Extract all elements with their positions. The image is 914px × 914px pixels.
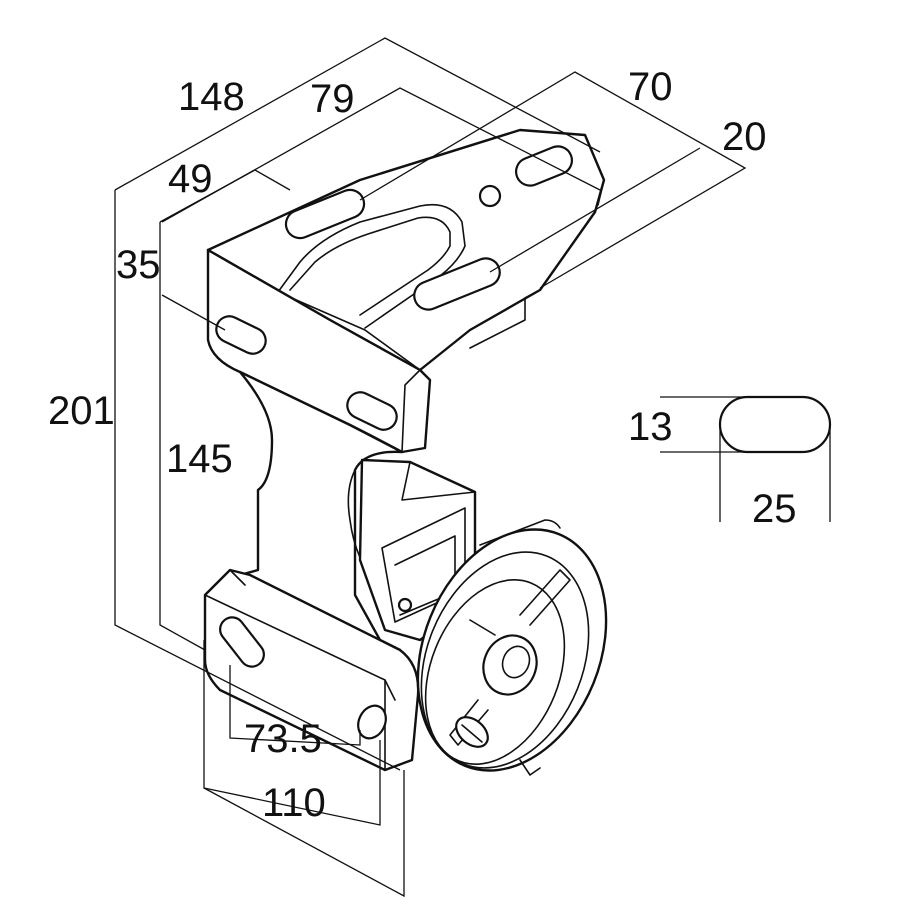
bracket-part <box>203 128 608 776</box>
dim-25: 25 <box>752 487 797 531</box>
dim-73-5: 73.5 <box>244 717 322 761</box>
dim-13: 13 <box>628 405 673 449</box>
top-hole <box>478 184 502 208</box>
slot-detail <box>660 395 832 522</box>
dim-148: 148 <box>178 75 245 119</box>
dim-145: 145 <box>166 437 233 481</box>
upper-slot-right <box>346 391 398 431</box>
dim-49: 49 <box>168 157 213 201</box>
wheel-hub <box>482 634 538 696</box>
slot-detail-shape <box>718 395 832 454</box>
housing-hole <box>397 597 413 613</box>
dim-20: 20 <box>722 115 767 159</box>
dim-35: 35 <box>116 243 161 287</box>
dimension-lines <box>114 37 747 898</box>
top-slot-right <box>514 145 574 187</box>
upper-slot-left <box>215 315 267 355</box>
dim-110: 110 <box>262 781 326 825</box>
dim-70: 70 <box>628 65 673 109</box>
dim-79: 79 <box>310 77 355 121</box>
dim-201: 201 <box>48 389 115 433</box>
lower-slot <box>219 616 265 668</box>
dimension-labels: 148 79 70 20 49 35 201 145 73.5 110 13 2… <box>48 65 797 825</box>
lower-hole <box>357 704 387 740</box>
